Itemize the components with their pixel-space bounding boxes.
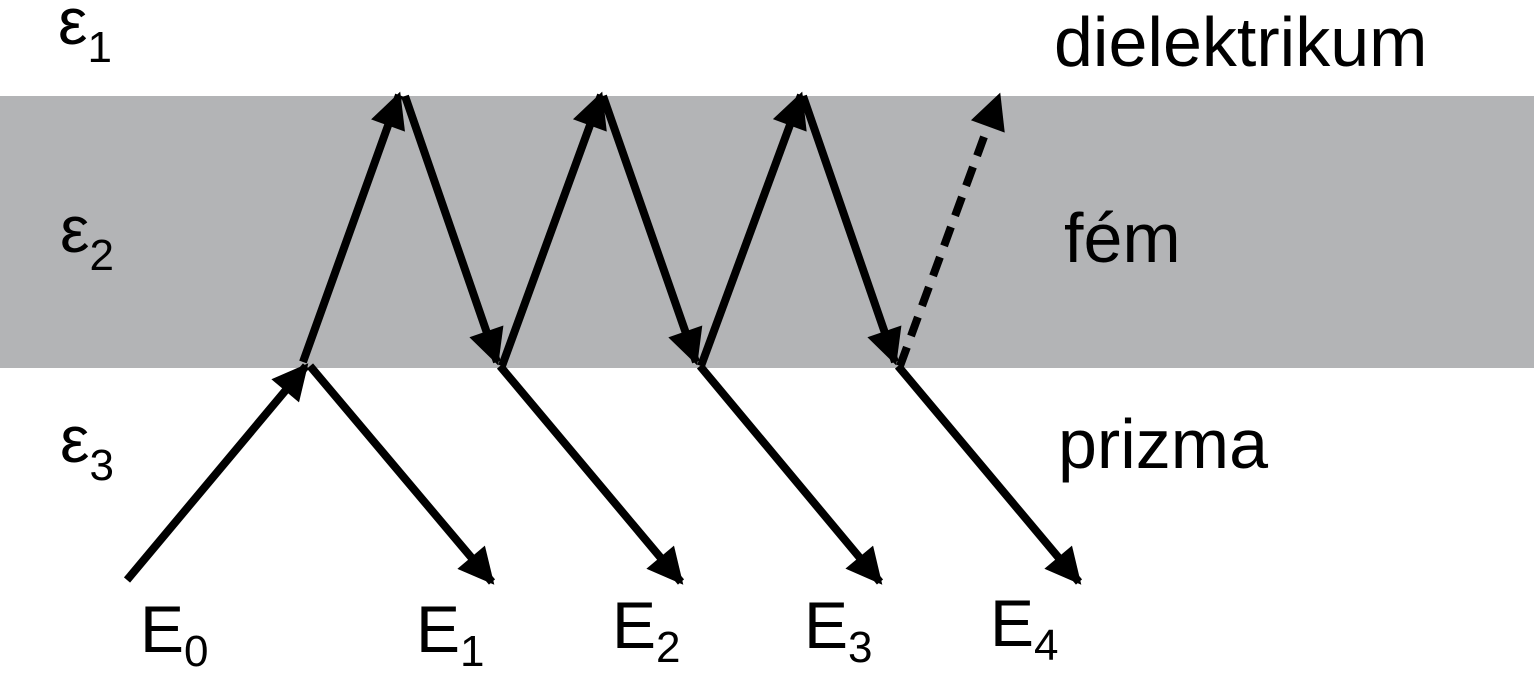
reflected-beam-arrow-1 — [306, 363, 496, 585]
metal-up-arrow-3 — [697, 91, 807, 368]
epsilon-3-label: ε3 — [60, 402, 114, 490]
epsilon-2-label: ε2 — [60, 192, 114, 280]
metal-down-arrow-2 — [599, 94, 703, 366]
beam-label-e3: E3 — [804, 588, 873, 672]
beam-label-e0: E0 — [140, 592, 209, 673]
epsilon-1-label: ε1 — [58, 0, 112, 72]
beam-label-e2: E2 — [612, 588, 681, 672]
beam-label-e1: E1 — [416, 592, 485, 673]
metal-down-arrow-1 — [401, 94, 504, 366]
metal-layer-band — [0, 96, 1534, 368]
metal-up-arrow-dashed — [896, 92, 1005, 368]
layer-name-dielektrikum: dielektrikum — [1054, 3, 1427, 81]
metal-up-arrow-2 — [498, 91, 607, 368]
metal-up-arrow-1 — [299, 91, 405, 364]
metal-down-arrow-3 — [799, 94, 902, 366]
layer-name-prizma: prizma — [1058, 405, 1268, 483]
reflected-beam-arrow-4 — [894, 363, 1083, 585]
incident-beam-arrow — [123, 363, 310, 583]
reflected-beam-arrow-2 — [496, 363, 685, 585]
layer-name-fem: fém — [1064, 199, 1181, 277]
reflected-beam-arrow-3 — [696, 363, 884, 585]
beam-label-e4: E4 — [990, 586, 1059, 670]
